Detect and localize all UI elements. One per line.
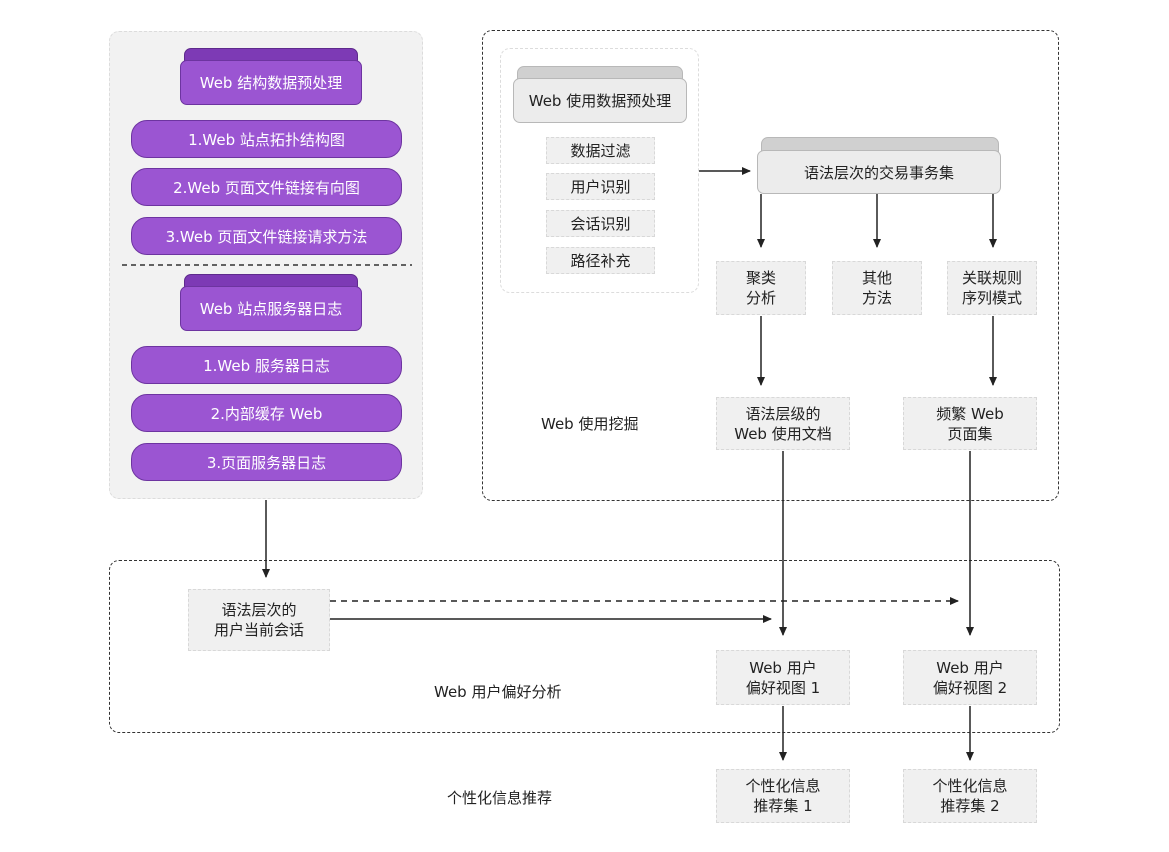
result-usage-doc-line1: 语法层级的 xyxy=(745,404,821,423)
recommendation-set-1-line2: 推荐集 1 xyxy=(753,797,813,815)
step-session-identification: 会话识别 xyxy=(546,210,655,237)
structure-title: Web 结构数据预处理 xyxy=(180,60,362,105)
preference-view-2-line2: 偏好视图 2 xyxy=(932,678,1008,697)
method-association: 关联规则 序列模式 xyxy=(947,261,1037,315)
usage-mining-label: Web 使用挖掘 xyxy=(541,415,639,433)
usage-pre-title: Web 使用数据预处理 xyxy=(513,78,687,123)
server-log-item-3: 3.页面服务器日志 xyxy=(131,443,402,481)
step-data-filter: 数据过滤 xyxy=(546,137,655,164)
recommendation-set-2-line2: 推荐集 2 xyxy=(940,797,1000,815)
step-path-completion: 路径补充 xyxy=(546,247,655,274)
method-other-line1: 其他 xyxy=(861,269,892,287)
method-association-line1: 关联规则 xyxy=(961,269,1022,287)
method-clustering: 聚类 分析 xyxy=(716,261,806,315)
method-association-line2: 序列模式 xyxy=(961,289,1022,307)
server-log-item-1: 1.Web 服务器日志 xyxy=(131,346,402,384)
current-session-line1: 语法层次的 xyxy=(221,601,297,619)
method-other: 其他 方法 xyxy=(832,261,922,315)
structure-item-1: 1.Web 站点拓扑结构图 xyxy=(131,120,402,158)
result-frequent-pages-line1: 频繁 Web xyxy=(936,404,1004,423)
method-clustering-line1: 聚类 xyxy=(745,269,776,287)
preference-view-1-line1: Web 用户 xyxy=(749,658,817,677)
preference-view-1: Web 用户 偏好视图 1 xyxy=(716,650,850,705)
result-frequent-pages: 频繁 Web 页面集 xyxy=(903,397,1037,450)
recommendation-set-2-line1: 个性化信息 xyxy=(932,777,1008,795)
method-other-line2: 方法 xyxy=(861,289,892,307)
current-session: 语法层次的 用户当前会话 xyxy=(188,589,330,651)
structure-item-3: 3.Web 页面文件链接请求方法 xyxy=(131,217,402,255)
user-preference-label: Web 用户偏好分析 xyxy=(434,683,562,701)
transaction-set: 语法层次的交易事务集 xyxy=(757,150,1001,194)
method-clustering-line2: 分析 xyxy=(745,289,776,307)
recommendation-set-1-line1: 个性化信息 xyxy=(745,777,821,795)
recommendation-set-1: 个性化信息 推荐集 1 xyxy=(716,769,850,823)
recommendation-label: 个性化信息推荐 xyxy=(447,789,553,807)
structure-item-2: 2.Web 页面文件链接有向图 xyxy=(131,168,402,206)
preference-view-1-line2: 偏好视图 1 xyxy=(745,678,821,697)
usage-mining-panel xyxy=(482,30,1059,501)
server-log-title: Web 站点服务器日志 xyxy=(180,286,362,331)
user-preference-panel xyxy=(109,560,1060,733)
result-usage-doc: 语法层级的 Web 使用文档 xyxy=(716,397,850,450)
step-user-identification: 用户识别 xyxy=(546,173,655,200)
current-session-line2: 用户当前会话 xyxy=(213,621,304,639)
recommendation-set-2: 个性化信息 推荐集 2 xyxy=(903,769,1037,823)
preference-view-2: Web 用户 偏好视图 2 xyxy=(903,650,1037,705)
preference-view-2-line1: Web 用户 xyxy=(936,658,1004,677)
server-log-item-2: 2.内部缓存 Web xyxy=(131,394,402,432)
result-frequent-pages-line2: 页面集 xyxy=(947,424,993,443)
result-usage-doc-line2: Web 使用文档 xyxy=(734,424,832,443)
